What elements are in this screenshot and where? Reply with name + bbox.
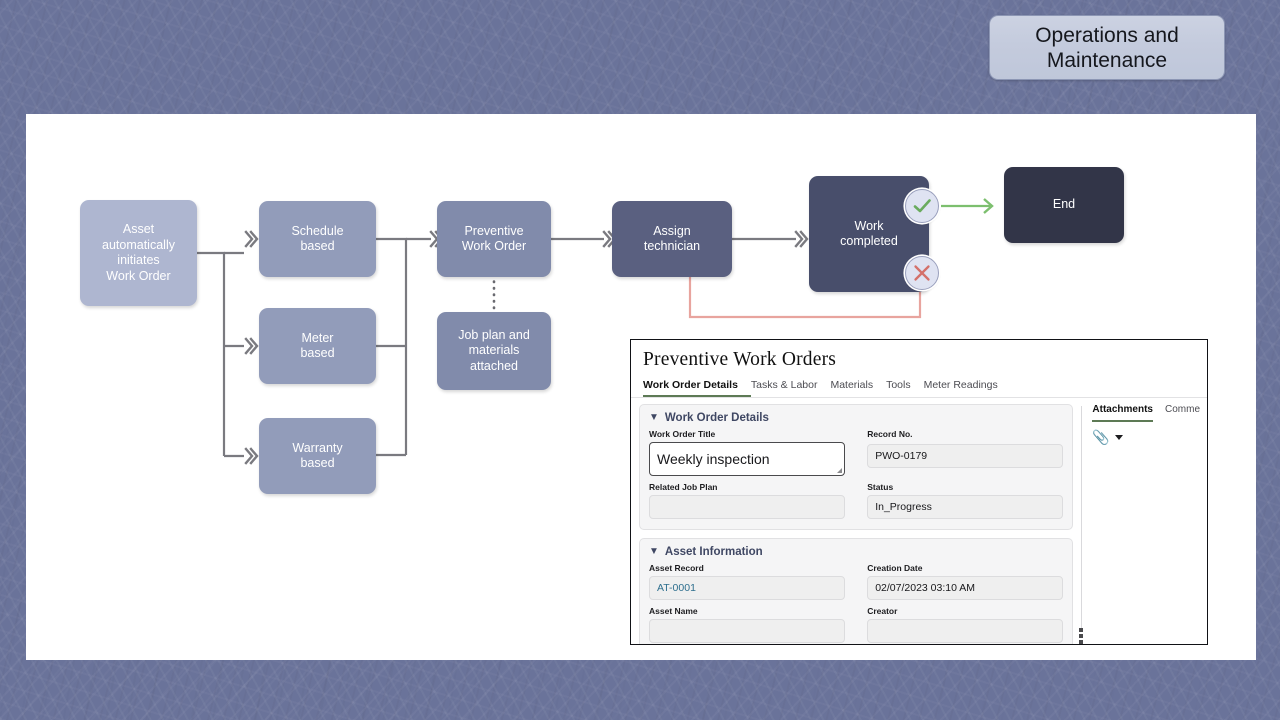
field-record-no: Record No. PWO-0179 <box>867 429 1064 476</box>
tab-meter-readings[interactable]: Meter Readings <box>923 379 998 391</box>
field-record-no-label: Record No. <box>867 429 913 439</box>
flow-node-assign-technician[interactable]: Assign technician <box>612 201 732 277</box>
app-title: Preventive Work Orders <box>643 349 837 370</box>
form-column: ▼ Work Order Details Work Order Title We… <box>631 398 1081 644</box>
flow-node-job-plan[interactable]: Job plan and materials attached <box>437 312 551 390</box>
badge-failure[interactable] <box>905 256 939 290</box>
field-creator: Creator <box>867 606 1064 643</box>
flow-node-job-plan-label: Job plan and materials attached <box>458 327 530 373</box>
side-panel-tabbar: Attachments Comme <box>1092 404 1207 422</box>
field-status: Status In_Progress <box>867 482 1064 519</box>
field-creation-date-label: Creation Date <box>867 563 923 573</box>
tab-tools[interactable]: Tools <box>886 379 911 391</box>
slide-title-line1: Operations and <box>1035 23 1179 47</box>
vertical-dots-handle[interactable] <box>1079 628 1083 644</box>
field-status-label: Status <box>867 482 894 492</box>
field-asset-record-value[interactable]: AT-0001 <box>649 576 846 600</box>
field-asset-name-value[interactable] <box>649 619 846 643</box>
field-asset-name: Asset Name <box>649 606 846 643</box>
cross-icon <box>914 265 930 281</box>
badge-success[interactable] <box>905 189 939 223</box>
flow-node-assign-technician-label: Assign technician <box>643 223 701 254</box>
app-body: ▼ Work Order Details Work Order Title We… <box>631 398 1207 644</box>
section-work-order-details: ▼ Work Order Details Work Order Title We… <box>639 404 1074 530</box>
side-panel-toolbar: 📎 <box>1092 422 1207 444</box>
side-panel: Attachments Comme 📎 <box>1082 398 1207 630</box>
tab-work-order-details[interactable]: Work Order Details <box>643 379 751 397</box>
flow-node-preventive-work-order-label: Preventive Work Order <box>461 223 527 254</box>
field-related-job-plan-label: Related Job Plan <box>649 482 718 492</box>
flow-node-schedule-based[interactable]: Schedule based <box>259 201 376 277</box>
section-asset-information-title: Asset Information <box>664 546 763 558</box>
slide-title-text: Operations and Maintenance <box>1035 23 1179 73</box>
field-creator-label: Creator <box>867 606 898 616</box>
tab-materials[interactable]: Materials <box>830 379 874 391</box>
field-record-no-value[interactable]: PWO-0179 <box>867 444 1064 468</box>
app-window: Preventive Work Orders Work Order Detail… <box>630 339 1208 645</box>
tab-comments[interactable]: Comme <box>1165 404 1201 415</box>
field-related-job-plan: Related Job Plan <box>649 482 846 519</box>
flow-node-end-label: End <box>1052 197 1076 212</box>
field-creation-date: Creation Date 02/07/2023 03:10 AM <box>867 563 1064 600</box>
flow-node-warranty-based[interactable]: Warranty based <box>259 418 376 494</box>
field-related-job-plan-value[interactable] <box>649 495 846 519</box>
check-icon <box>913 199 931 213</box>
field-status-value[interactable]: In_Progress <box>867 495 1064 519</box>
flow-node-schedule-based-label: Schedule based <box>291 223 344 254</box>
field-work-order-title: Work Order Title Weekly inspection <box>649 429 846 476</box>
flow-node-warranty-based-label: Warranty based <box>292 440 343 471</box>
flow-node-meter-based-label: Meter based <box>300 330 335 361</box>
section-work-order-details-header[interactable]: ▼ Work Order Details <box>649 412 1063 424</box>
app-tabbar: Work Order Details Tasks & Labor Materia… <box>631 371 1207 398</box>
slide-title-line2: Maintenance <box>1046 48 1168 72</box>
section-work-order-details-title: Work Order Details <box>664 412 769 424</box>
chevron-down-icon: ▼ <box>649 412 659 423</box>
field-work-order-title-input[interactable]: Weekly inspection <box>649 442 846 476</box>
field-asset-record-label: Asset Record <box>649 563 704 573</box>
tab-attachments[interactable]: Attachments <box>1092 404 1153 422</box>
flow-node-meter-based[interactable]: Meter based <box>259 308 376 384</box>
flow-node-preventive-work-order[interactable]: Preventive Work Order <box>437 201 551 277</box>
paperclip-icon[interactable]: 📎 <box>1092 429 1110 445</box>
flow-node-work-completed-label: Work completed <box>840 218 898 249</box>
field-creator-value[interactable] <box>867 619 1064 643</box>
flow-node-asset-initiates-label: Asset automatically initiates Work Order <box>102 222 175 283</box>
chevron-down-icon: ▼ <box>649 546 659 557</box>
panel-divider <box>1079 406 1083 644</box>
slide-title-chip: Operations and Maintenance <box>989 15 1225 80</box>
flow-connectors <box>197 198 994 465</box>
chevron-down-icon[interactable] <box>1114 434 1123 440</box>
tab-tasks-labor[interactable]: Tasks & Labor <box>750 379 818 391</box>
section-asset-information: ▼ Asset Information Asset Record AT-0001… <box>639 538 1074 644</box>
field-asset-name-label: Asset Name <box>649 606 698 616</box>
flow-node-asset-initiates[interactable]: Asset automatically initiates Work Order <box>80 200 197 306</box>
field-asset-record: Asset Record AT-0001 <box>649 563 846 600</box>
section-asset-information-header[interactable]: ▼ Asset Information <box>649 546 1063 558</box>
field-work-order-title-label: Work Order Title <box>649 429 716 439</box>
flow-node-end[interactable]: End <box>1004 167 1124 243</box>
field-creation-date-value[interactable]: 02/07/2023 03:10 AM <box>867 576 1064 600</box>
